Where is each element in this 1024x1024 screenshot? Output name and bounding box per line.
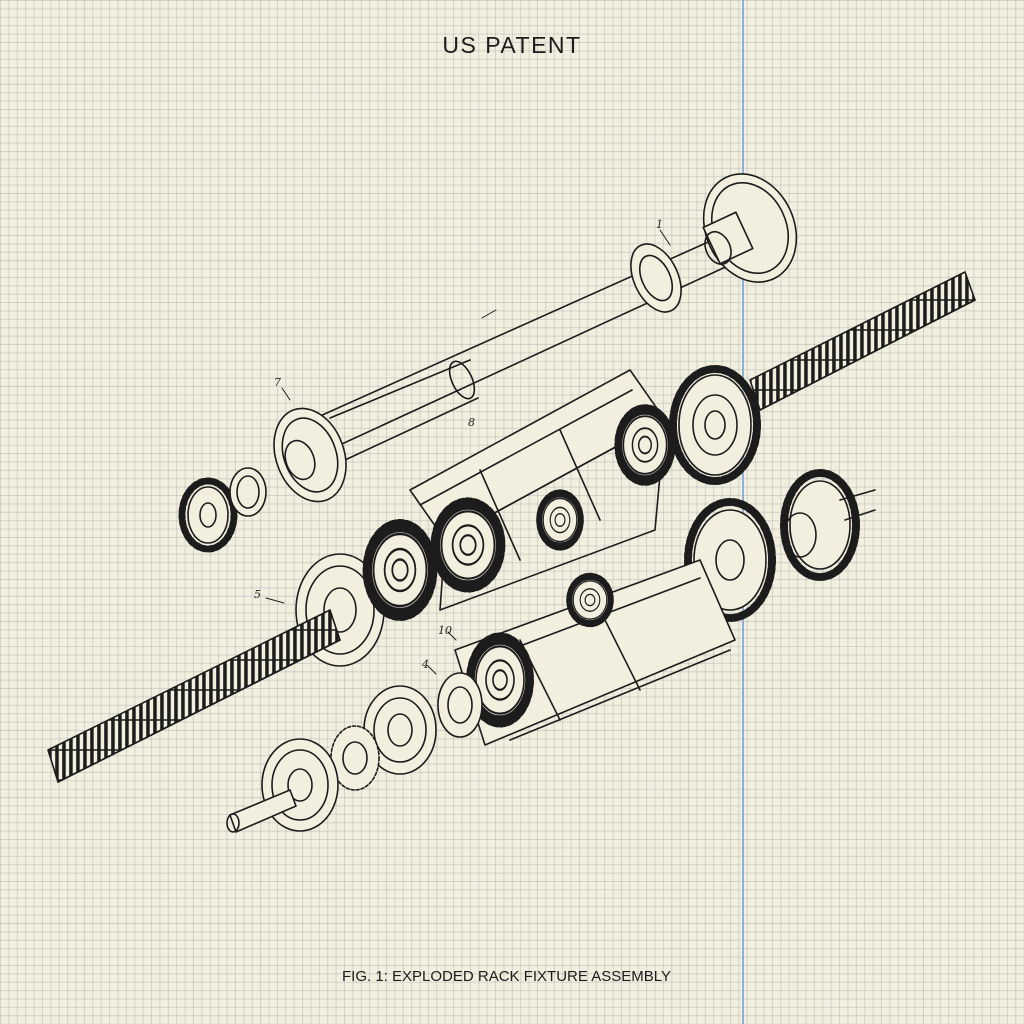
ref-10: 10 (438, 624, 452, 637)
upper-rack (749, 271, 976, 411)
housing-gear-1 (435, 503, 501, 587)
bearing-1 (437, 672, 483, 738)
lower-rack (47, 609, 341, 783)
upper-drive-gear (669, 365, 761, 485)
lower-shaft-stub (226, 789, 297, 833)
spacer-ring (229, 467, 267, 517)
handwheel (702, 173, 798, 283)
ref-4: 4 (421, 658, 429, 671)
margin-line (742, 0, 744, 1024)
ref-8: 8 (468, 416, 475, 429)
right-gear-large (684, 498, 776, 622)
right-gear-end (780, 469, 876, 581)
shaft-collar (630, 243, 682, 313)
housing-gear-2 (618, 409, 672, 481)
leader-lines (265, 229, 671, 675)
housing-gear-3 (539, 493, 581, 547)
small-gear-left (178, 477, 238, 553)
ref-1: 1 (656, 218, 663, 231)
page-title: US PATENT (442, 32, 582, 58)
lower-small-gear (569, 576, 611, 624)
bearing-2 (363, 685, 437, 775)
upper-flange (273, 407, 347, 503)
ref-5: 5 (254, 588, 261, 601)
middle-gear (367, 525, 433, 615)
figure-caption: FIG. 1: EXPLODED RACK FIXTURE ASSEMBLY (342, 968, 671, 985)
bearing-4 (261, 738, 339, 832)
ref-7: 7 (274, 376, 281, 389)
